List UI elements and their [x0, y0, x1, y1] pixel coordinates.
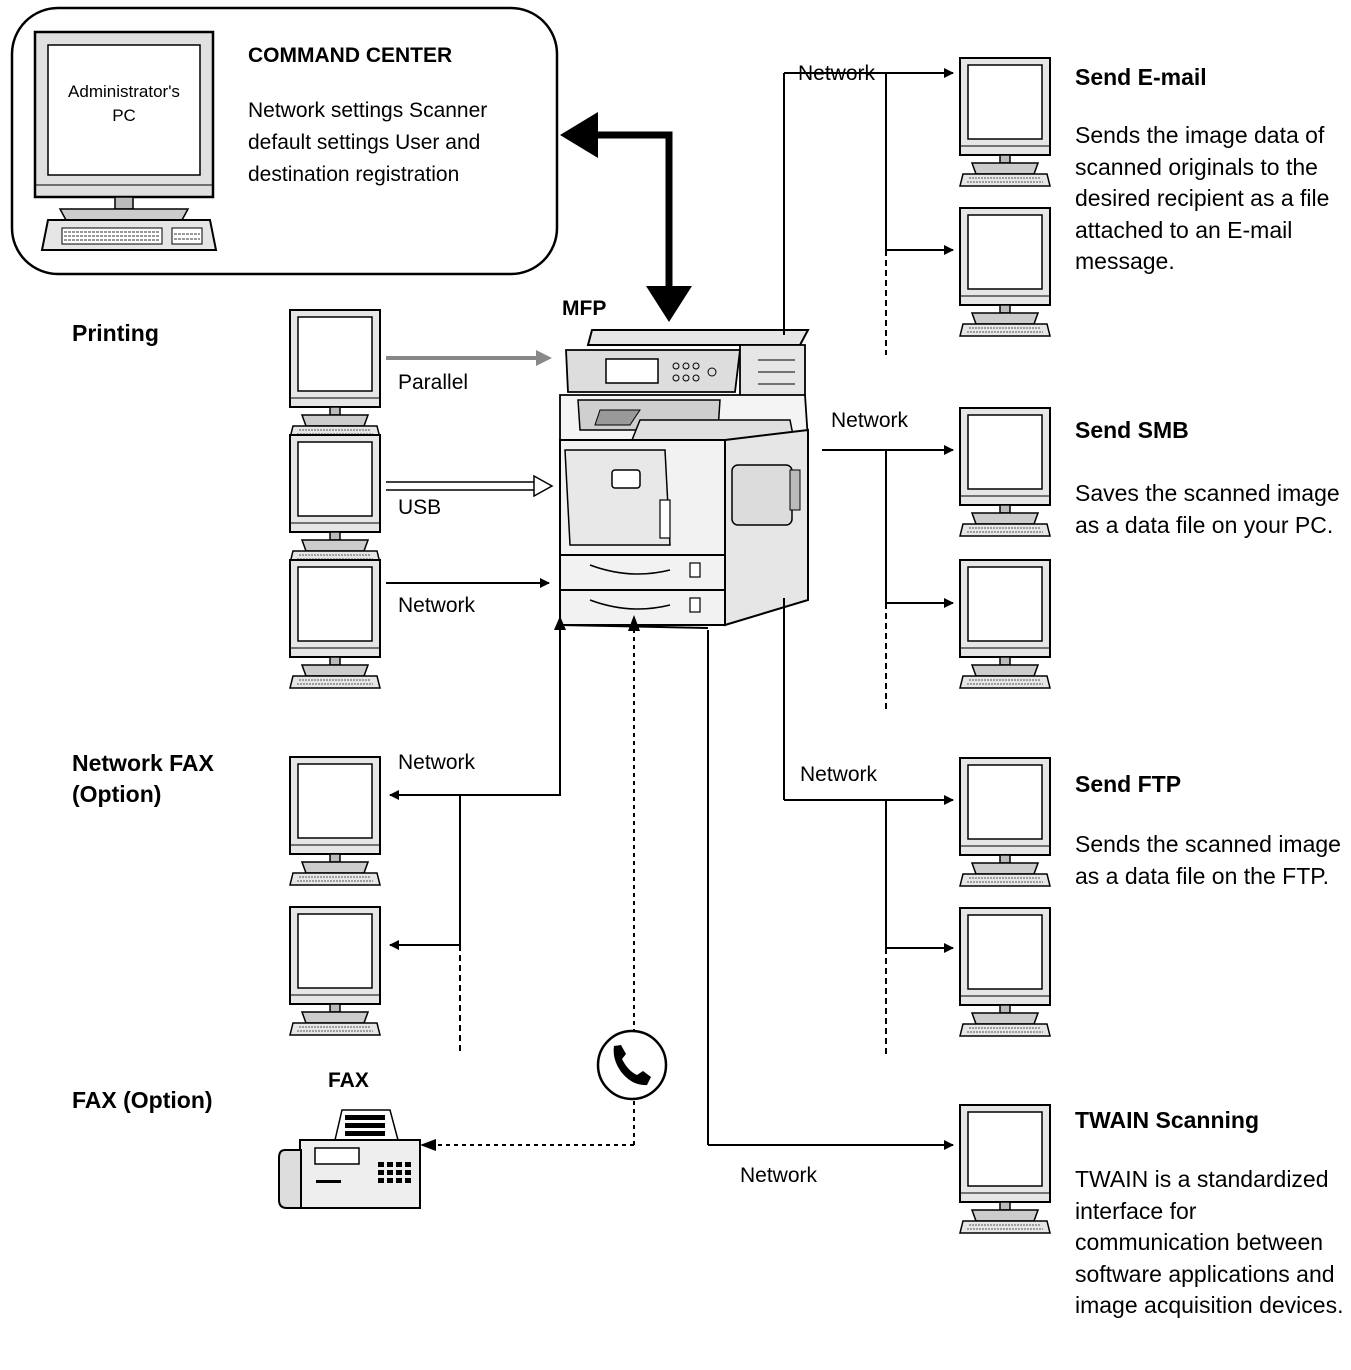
network-fax-pc-2-icon: [289, 906, 381, 1036]
send-ftp-description: Sends the scanned image as a data file o…: [1075, 831, 1341, 889]
usb-cable: [386, 474, 554, 498]
smb-network-label: Network: [831, 409, 909, 432]
send-ftp-title: Send FTP: [1075, 771, 1182, 797]
email-pc-2-icon: [959, 207, 1051, 337]
command-center-arrow: [560, 112, 692, 322]
send-smb-title: Send SMB: [1075, 417, 1189, 443]
smb-pc-2-icon: [959, 559, 1051, 689]
email-pc-1-icon: [959, 57, 1051, 187]
mfp-label: MFP: [562, 297, 607, 320]
twain-pc-icon: [959, 1104, 1051, 1234]
mfp-printer-icon: [559, 329, 810, 629]
admin-pc-label: Administrator's PC: [68, 82, 180, 125]
printing-title: Printing: [72, 320, 159, 346]
ftp-pc-2-icon: [959, 907, 1051, 1037]
usb-label: USB: [398, 496, 442, 519]
printing-network-label: Network: [398, 594, 476, 617]
parallel-label: Parallel: [398, 371, 469, 394]
network-fax-title-line1: Network FAX: [72, 750, 214, 776]
ftp-pc-1-icon: [959, 757, 1051, 887]
ftp-network-label: Network: [800, 763, 878, 786]
send-email-title: Send E-mail: [1075, 64, 1207, 90]
network-fax-network-label: Network: [398, 751, 476, 774]
send-email-description: Sends the image data of scanned original…: [1075, 122, 1330, 274]
network-fax-title-line2: (Option): [72, 781, 162, 807]
printing-pc-network-icon: [289, 559, 381, 689]
network-fax-pc-1-icon: [289, 756, 381, 886]
command-center-description: Network settings Scanner default setting…: [248, 99, 488, 186]
printing-pc-usb-icon: [289, 434, 381, 564]
email-network-lines: [783, 68, 954, 355]
smb-pc-1-icon: [959, 407, 1051, 537]
command-center-title: COMMAND CENTER: [248, 44, 453, 67]
twain-title: TWAIN Scanning: [1075, 1107, 1259, 1133]
fax-machine-icon: [278, 1109, 421, 1209]
telephone-icon: [596, 1029, 668, 1101]
ftp-network-lines: [783, 598, 954, 1055]
twain-description: TWAIN is a standardized interface for co…: [1075, 1166, 1344, 1318]
email-network-label: Network: [798, 62, 876, 85]
twain-network-lines: [707, 630, 954, 1150]
fax-title: FAX (Option): [72, 1087, 213, 1113]
admin-pc-icon: [33, 30, 218, 251]
twain-network-label: Network: [740, 1164, 818, 1187]
send-smb-description: Saves the scanned image as a data file o…: [1075, 480, 1340, 538]
network-fax-lines: [389, 616, 566, 1055]
smb-network-lines: [822, 445, 954, 710]
fax-device-label: FAX: [328, 1069, 369, 1092]
fax-line: [432, 620, 635, 1146]
printing-pc-parallel-icon: [289, 309, 381, 439]
